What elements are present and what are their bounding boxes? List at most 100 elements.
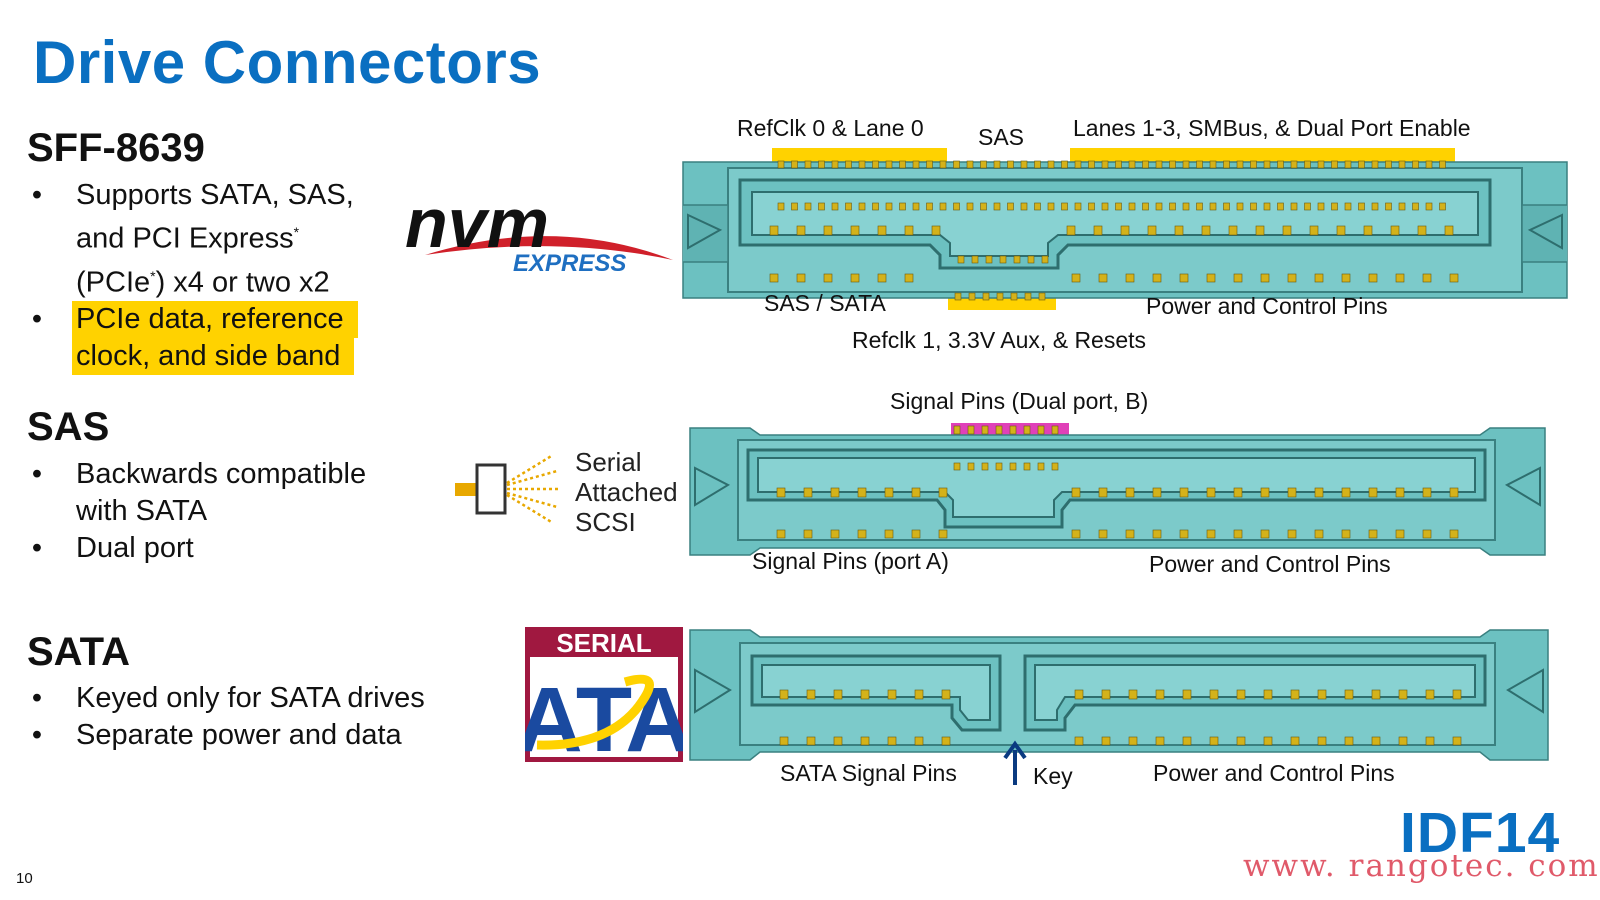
sff-top-pin-row [777, 160, 1446, 169]
label-sas-power-pins: Power and Control Pins [1149, 551, 1391, 577]
connector-pin [1425, 202, 1433, 211]
connector-pin [1155, 736, 1165, 746]
connector-pin [1290, 160, 1298, 169]
bullet-line: and PCI Express* [76, 214, 358, 258]
bullet-dot: • [31, 458, 43, 490]
connector-pin [850, 225, 860, 236]
connector-pin [1128, 202, 1136, 211]
connector-pin [1344, 160, 1352, 169]
connector-pin [884, 529, 894, 539]
connector-pin [1425, 689, 1435, 700]
connector-pin [939, 202, 947, 211]
watermark: www. rangotec. com [1243, 848, 1600, 884]
connector-pin [833, 689, 843, 700]
connector-pin [1287, 487, 1297, 498]
connector-pin [1179, 273, 1189, 283]
connector-pin [818, 160, 825, 169]
connector-pin [1314, 487, 1324, 498]
connector-pin [858, 160, 866, 169]
sff-left-latch [683, 204, 729, 263]
connector-pin [1290, 736, 1300, 746]
connector-pin [779, 736, 789, 746]
connector-pin [1331, 202, 1338, 211]
connector-pin [1196, 160, 1203, 169]
connector-pin [769, 225, 779, 236]
connector-pin [912, 202, 920, 211]
connector-pin [1260, 529, 1270, 539]
bullet-dot: • [31, 719, 43, 751]
label-sff-power-pins: Power and Control Pins [1146, 293, 1388, 319]
heading-sata: SATA [27, 630, 130, 674]
sata-inner-pin-row [779, 689, 1462, 700]
connector-pin [1422, 487, 1432, 498]
connector-pin [1236, 160, 1244, 169]
sff-bullet-list: • Supports SATA, SAS, and PCI Express* (… [27, 177, 358, 376]
connector-pin [1236, 689, 1246, 700]
connector-pin [777, 160, 785, 169]
connector-pin [1007, 160, 1014, 169]
connector-pin [1412, 160, 1419, 169]
connector-pin [1209, 736, 1219, 746]
connector-pin [1074, 160, 1082, 169]
connector-pin [967, 425, 975, 435]
sata-right-latch [1506, 668, 1544, 714]
sff-bullet-1: • Supports SATA, SAS, and PCI Express* (… [27, 177, 358, 301]
label-lanes-smbus: Lanes 1-3, SMBus, & Dual Port Enable [1073, 115, 1471, 141]
connector-pin [823, 225, 833, 236]
sata-signal-slot-floor [761, 664, 991, 721]
connector-pin [1236, 202, 1244, 211]
connector-pin [1263, 160, 1271, 169]
connector-pin [1120, 225, 1130, 236]
bullet-line: Separate power and data [76, 719, 402, 751]
connector-pin [1371, 689, 1381, 700]
sas-top-pin-row [953, 425, 1059, 435]
connector-pin [1344, 736, 1354, 746]
connector-pin [1344, 689, 1354, 700]
sas-logo-line1: Serial [575, 447, 641, 477]
label-refclk1: Refclk 1, 3.3V Aux, & Resets [852, 327, 1147, 353]
bullet-line: Keyed only for SATA drives [76, 682, 425, 714]
connector-pin [1371, 160, 1379, 169]
connector-pin [1398, 736, 1408, 746]
connector-pin [1061, 202, 1068, 211]
connector-pin [1371, 736, 1381, 746]
connector-pin [776, 487, 786, 498]
connector-pin [791, 160, 798, 169]
connector-pin [796, 273, 806, 283]
connector-pin [850, 273, 860, 283]
connector-pin [1255, 225, 1265, 236]
connector-pin [1101, 160, 1109, 169]
sata-power-slot-floor [1034, 664, 1476, 721]
connector-pin [993, 202, 1001, 211]
sas-bullet-1: • Backwards compatible with SATA [27, 456, 366, 530]
connector-pin [1233, 273, 1243, 283]
bullet-line: (PCIe*) x4 or two x2 [76, 266, 330, 299]
connector-pin [803, 529, 813, 539]
sff-8639-connector [682, 148, 1568, 310]
connector-pin [971, 255, 979, 264]
sff-right-latch [1521, 204, 1567, 263]
connector-pin [1128, 736, 1138, 746]
connector-pin [899, 160, 906, 169]
connector-pin [1317, 736, 1327, 746]
sata-left-latch [694, 668, 732, 714]
connector-pin [1182, 160, 1190, 169]
bullet-line: with SATA [76, 495, 208, 527]
connector-pin [996, 292, 1004, 301]
connector-pin [1115, 160, 1122, 169]
connector-pin [1290, 202, 1298, 211]
connector-pin [938, 487, 948, 498]
connector-pin [1425, 736, 1435, 746]
connector-pin [887, 689, 897, 700]
connector-pin [1282, 225, 1292, 236]
nvme-logo-sub: EXPRESS [513, 250, 626, 277]
connector-pin [980, 160, 987, 169]
connector-pin [953, 202, 960, 211]
connector-pin [1250, 160, 1257, 169]
serial-ata-logo: SERIAL ATA [525, 627, 683, 762]
connector-pin [791, 202, 798, 211]
slide-title: Drive Connectors [33, 29, 542, 96]
connector-pin [1398, 689, 1408, 700]
connector-pin [1152, 487, 1162, 498]
connector-pin [1452, 689, 1462, 700]
